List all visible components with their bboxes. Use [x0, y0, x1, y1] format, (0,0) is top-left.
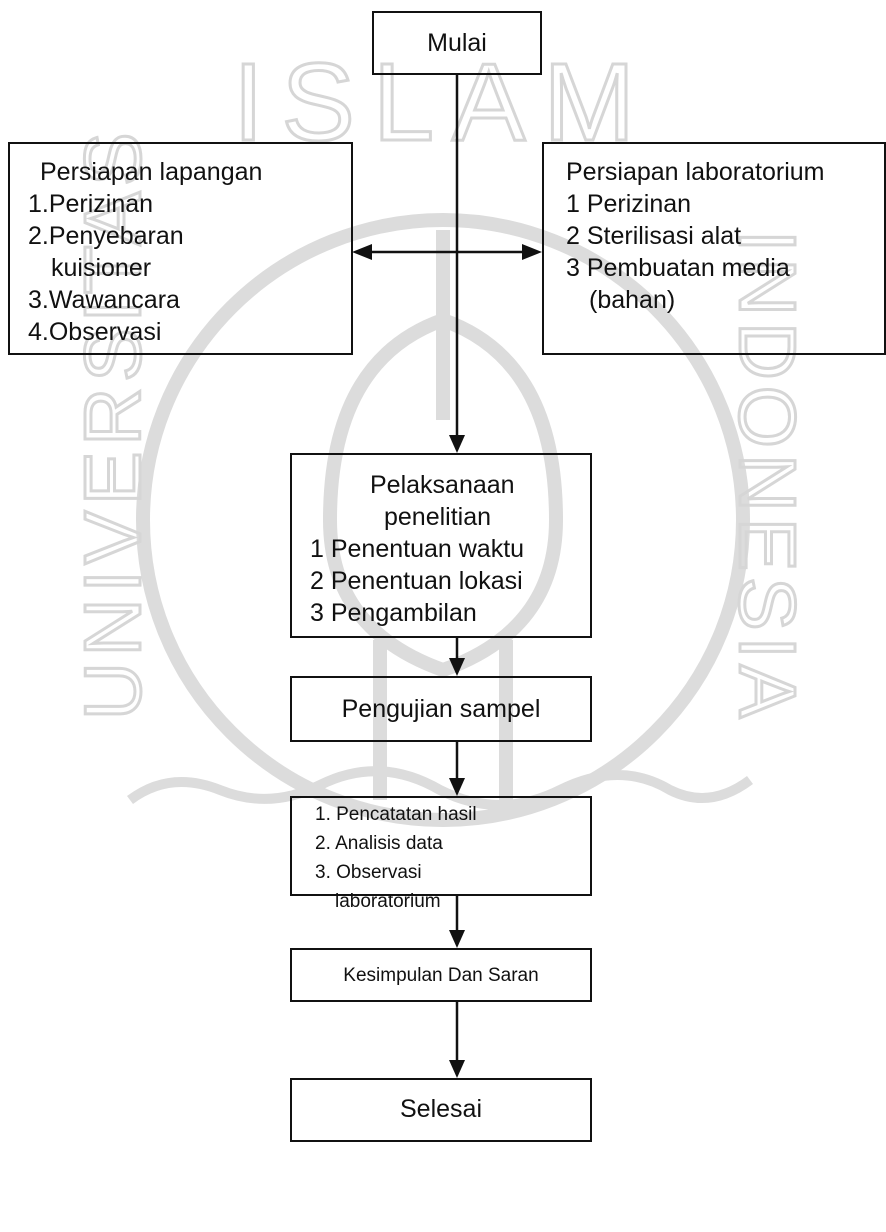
lab-preparation-title: Persiapan laboratorium [566, 158, 825, 186]
watermark-right-text: INDONESIA [723, 230, 812, 724]
field-preparation-item: 3.Wawancara [28, 286, 180, 314]
arrowhead-conclusion [449, 930, 465, 948]
arrowhead-end [449, 1060, 465, 1078]
field-preparation-title: Persiapan lapangan [40, 158, 263, 186]
lab-preparation-item: (bahan) [589, 286, 676, 314]
sample-testing-node: Pengujian sampel [290, 676, 592, 742]
analysis-item: 2. Analisis data [315, 833, 443, 854]
arrowhead-analysis [449, 778, 465, 796]
field-preparation-item: 1.Perizinan [28, 190, 154, 218]
lab-preparation-item: 3 Pembuatan media [566, 254, 790, 282]
lab-preparation-item: 1 Perizinan [566, 190, 692, 218]
arrowhead-execution [449, 435, 465, 453]
arrowhead-left [352, 244, 372, 260]
conclusion-label: Kesimpulan Dan Saran [343, 965, 539, 986]
execution-title: Pelaksanaan [370, 471, 515, 499]
lab-preparation-node: Persiapan laboratorium 1 Perizinan 2 Ste… [542, 142, 886, 355]
watermark-left-text: UNIVERSITAS [68, 127, 157, 721]
field-preparation-item: 4.Observasi [28, 318, 162, 346]
execution-item: 1 Penentuan waktu [310, 535, 525, 563]
start-label: Mulai [427, 29, 487, 57]
analysis-item: laboratorium [335, 891, 441, 912]
arrowhead-right [522, 244, 542, 260]
sample-testing-label: Pengujian sampel [341, 695, 541, 723]
execution-item: 3 Pengambilan [310, 599, 477, 627]
execution-item: 2 Penentuan lokasi [310, 567, 523, 595]
conclusion-node: Kesimpulan Dan Saran [290, 948, 592, 1002]
field-preparation-node: Persiapan lapangan 1.Perizinan 2.Penyeba… [8, 142, 353, 355]
analysis-item: 3. Observasi [315, 862, 422, 883]
analysis-node: 1. Pencatatan hasil 2. Analisis data 3. … [290, 796, 592, 912]
lab-preparation-item: 2 Sterilisasi alat [566, 222, 742, 250]
end-label: Selesai [400, 1095, 482, 1123]
end-node: Selesai [290, 1078, 592, 1142]
start-node: Mulai [372, 11, 542, 75]
field-preparation-item: kuisioner [51, 254, 152, 282]
field-preparation-item: 2.Penyebaran [28, 222, 184, 250]
execution-title: penelitian [384, 503, 492, 531]
arrowhead-testing [449, 658, 465, 676]
watermark-arc-text: ISLAM [233, 41, 653, 164]
research-execution-node: Pelaksanaan penelitian 1 Penentuan waktu… [290, 453, 592, 638]
analysis-item: 1. Pencatatan hasil [315, 804, 477, 825]
